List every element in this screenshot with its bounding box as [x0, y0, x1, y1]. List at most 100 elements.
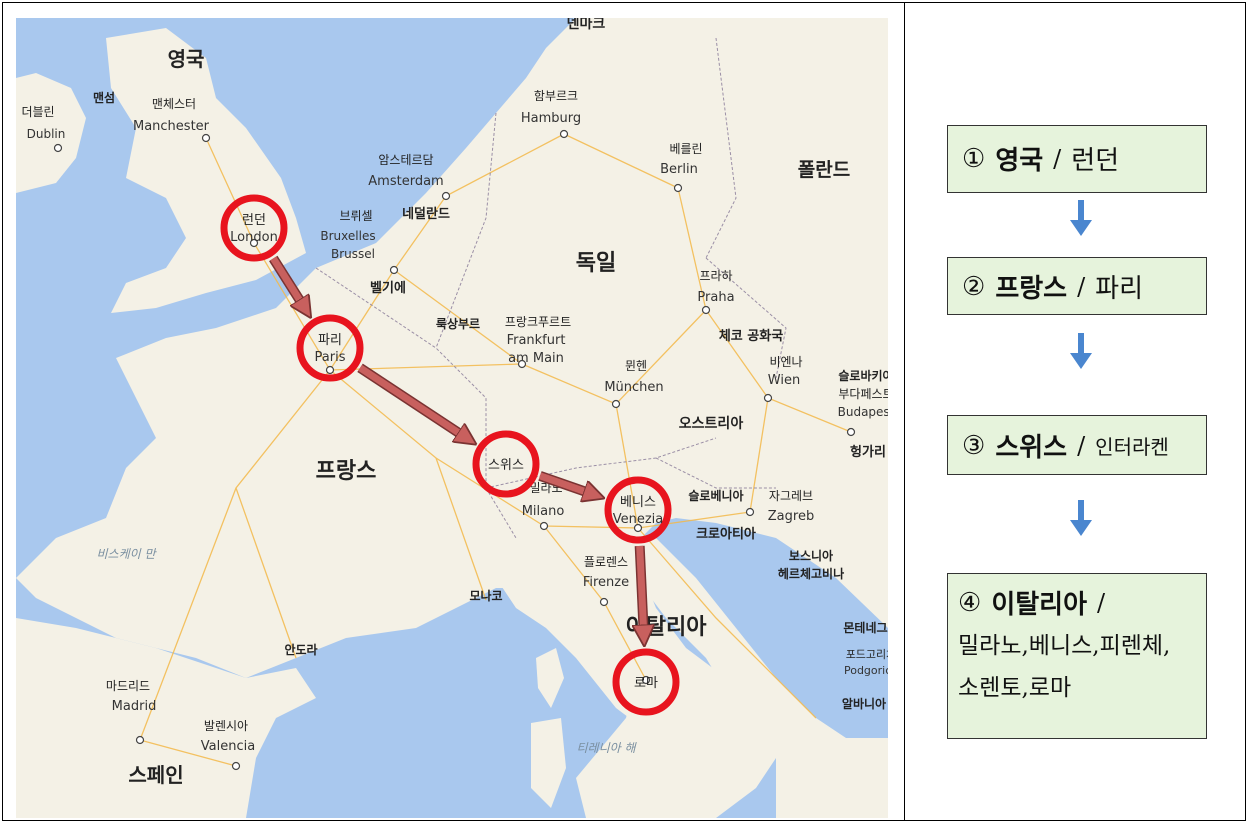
map-label-milano: Milano	[522, 504, 565, 519]
map-label-belgium: 벨기에	[370, 280, 406, 296]
map-label-bosnia1: 보스니아	[789, 548, 833, 563]
route-arrow-1	[358, 364, 469, 440]
route-label-ko-swiss: 스위스	[488, 458, 524, 473]
step-country: 프랑스	[995, 274, 1068, 304]
map-label-frankfurt-ko: 프랑크푸르트	[505, 315, 571, 329]
border-3	[705, 257, 787, 379]
road-12	[235, 487, 297, 659]
land-iberia	[16, 618, 316, 818]
road-3	[329, 133, 565, 371]
road-8	[205, 137, 255, 244]
map-label-madrid: Madrid	[112, 699, 157, 714]
map-label-amsterdam-ko: 암스테르담	[378, 153, 433, 167]
map-label-biscay: 비스케이 만	[96, 547, 157, 561]
map-label-france: 프랑스	[316, 459, 377, 484]
city-marker-milano	[539, 521, 549, 531]
step-city: 인터라켄	[1095, 435, 1169, 459]
city-marker-wien	[763, 393, 773, 403]
land-continent	[16, 18, 888, 818]
map-label-croatia: 크로아티아	[696, 526, 756, 542]
route-step-3: ③ 스위스 / 인터라켄	[947, 415, 1207, 475]
step-separator: /	[1053, 144, 1062, 173]
route-label-ko-paris: 파리	[318, 333, 342, 348]
route-circle-roma	[612, 648, 680, 716]
route-label-ko-roma: 로마	[634, 676, 658, 691]
city-marker-paris	[325, 365, 335, 375]
city-marker-praha	[701, 305, 711, 315]
map-label-manchester: Manchester	[133, 119, 210, 134]
map-label-czech: 체코 공화국	[719, 328, 783, 344]
city-marker-dublin	[53, 143, 63, 153]
city-marker-london	[249, 238, 259, 248]
step-number: ②	[962, 271, 986, 302]
map-label-wien: Wien	[768, 373, 800, 388]
city-marker-madrid	[135, 735, 145, 745]
road-2	[139, 739, 237, 767]
map-label-firenze-ko: 플로렌스	[584, 555, 628, 569]
map-label-luxembourg: 룩상부르	[436, 316, 480, 331]
route-circle-london	[220, 194, 288, 262]
land-sardinia	[531, 718, 566, 808]
city-marker-hamburg	[559, 129, 569, 139]
map-label-praha: Praha	[697, 290, 734, 305]
map-label-uk: 영국	[168, 47, 205, 71]
map-label-dublin: Dublin	[27, 127, 66, 141]
route-label-en-london: London	[230, 230, 278, 245]
map-label-budapest: Budapest	[838, 405, 888, 419]
road-13	[435, 457, 487, 601]
map-label-budapest-ko: 부다페스트	[838, 387, 888, 401]
map-label-bosnia2: 헤르체고비나	[778, 566, 844, 581]
city-marker-berlin	[673, 183, 683, 193]
step-number: ①	[962, 143, 986, 174]
map-label-brussels-ko: 브뤼셀	[339, 209, 372, 223]
step-separator: /	[1077, 431, 1086, 460]
route-label-en-paris: Paris	[315, 350, 346, 365]
map-label-berlin-ko: 베를린	[669, 142, 702, 156]
map-label-valencia-ko: 발렌시아	[204, 719, 248, 733]
city-marker-amsterdam	[441, 191, 451, 201]
map-label-podgorica: Podgorica	[844, 664, 888, 677]
route-arrow-0	[270, 256, 306, 310]
step-separator: /	[1077, 272, 1086, 301]
map-label-firenze: Firenze	[583, 575, 629, 590]
down-arrow-icon	[1070, 200, 1092, 236]
down-arrow-icon	[1070, 333, 1092, 369]
route-arrow-2	[538, 472, 596, 496]
route-step-2: ② 프랑스 / 파리	[947, 257, 1207, 315]
map-label-amsterdam: Amsterdam	[368, 174, 443, 189]
road-11	[749, 397, 769, 513]
map-label-montenegro: 몬테네그로	[843, 620, 888, 635]
map-label-slovakia: 슬로바키아	[838, 368, 888, 383]
city-markers	[53, 129, 856, 771]
city-marker-munchen	[611, 399, 621, 409]
map-label-hamburg-ko: 함부르크	[534, 89, 578, 103]
map-label-madrid-ko: 마드리드	[106, 679, 150, 693]
map-label-zagreb: Zagreb	[768, 509, 814, 524]
step-separator: /	[1097, 588, 1106, 617]
border-2	[435, 112, 497, 349]
route-label-en-venezia: Venezia	[613, 512, 664, 527]
step-number: ④	[958, 587, 982, 618]
map-label-valencia: Valencia	[201, 739, 255, 754]
step-number: ③	[962, 430, 986, 461]
map-label-brussel: Brussel	[331, 247, 375, 261]
city-marker-frankfurt	[517, 359, 527, 369]
step-city: 런던	[1071, 146, 1120, 176]
map-label-hamburg: Hamburg	[521, 111, 581, 126]
border-4	[655, 457, 776, 489]
step-city: 파리	[1095, 274, 1144, 304]
city-marker-valencia	[231, 761, 241, 771]
map-label-ammain: am Main	[508, 351, 564, 366]
map-label-podgorica-ko: 포드고리차	[846, 648, 888, 661]
city-marker-manchester	[201, 133, 211, 143]
route-arrows	[269, 255, 644, 638]
map-label-denmark: 덴마크	[567, 18, 606, 32]
step-country: 스위스	[995, 433, 1068, 463]
city-marker-roma	[641, 675, 651, 685]
city-marker-budapest	[846, 427, 856, 437]
map-label-hungary: 헝가리	[850, 444, 886, 460]
land-ireland	[16, 73, 86, 193]
